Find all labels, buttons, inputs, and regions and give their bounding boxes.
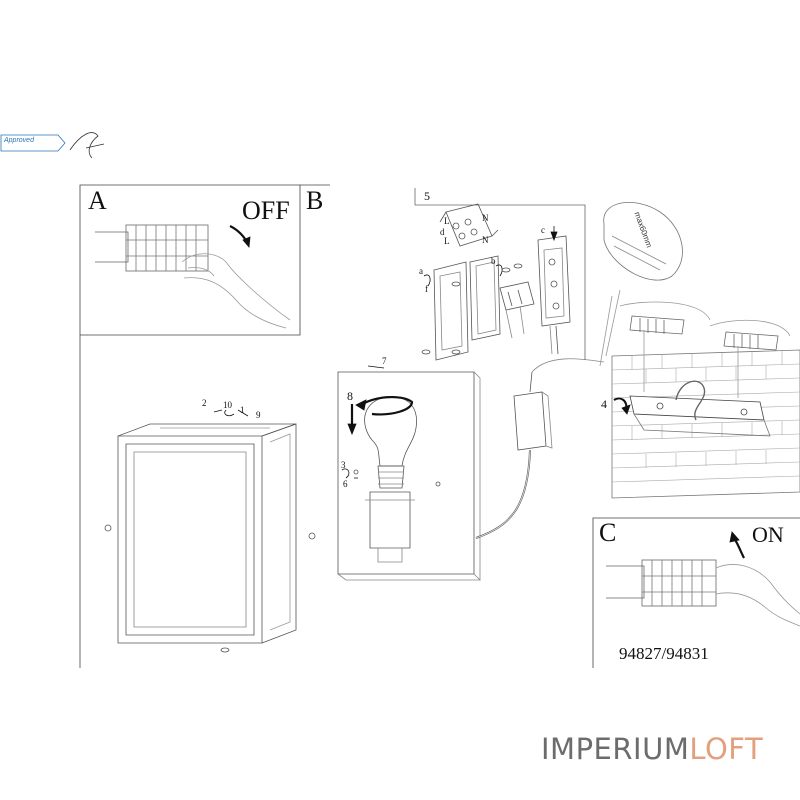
callout-2: 2 <box>202 398 207 408</box>
panel-a-caption: OFF <box>242 196 290 225</box>
wall-plugs <box>619 301 791 398</box>
callout-10: 10 <box>223 400 232 410</box>
power-cable <box>475 449 531 539</box>
brand-part-1: IMPERIUM <box>541 732 690 766</box>
connector-block <box>499 281 535 339</box>
junction-box <box>513 358 605 451</box>
inset-5-frame <box>414 188 586 360</box>
brick-wall <box>611 349 800 499</box>
wire-label-n2: N <box>482 235 489 245</box>
brand-part-2: LOFT <box>689 732 764 766</box>
callout-7: 7 <box>382 356 387 366</box>
callout-a: a <box>419 266 423 276</box>
callout-b: b <box>491 256 496 266</box>
callout-8: 8 <box>347 389 353 403</box>
callout-f: f <box>425 284 428 294</box>
panel-c-letter: C <box>599 518 617 547</box>
panel-a-letter: A <box>88 186 107 215</box>
approved-stamp-label: Approved <box>4 137 34 144</box>
bulb <box>364 396 418 563</box>
panel-b-letter: B <box>306 186 324 215</box>
callout-c: c <box>541 225 545 235</box>
wire-label-n1: N <box>482 213 489 223</box>
panel-c-drawing <box>606 531 800 627</box>
panel-c-caption: ON <box>752 522 784 547</box>
lamp-housing <box>104 409 316 653</box>
callout-6: 6 <box>343 479 348 489</box>
wire-label-l2: L <box>444 236 450 246</box>
callout-4: 4 <box>601 397 607 411</box>
cover-plate <box>421 255 523 361</box>
depth-callout <box>599 202 683 367</box>
wire-label-l1: L <box>444 216 450 226</box>
approval-stamp-shape <box>0 134 66 152</box>
brand-logo: IMPERIUMLOFT <box>541 735 763 764</box>
callout-3: 3 <box>341 460 346 470</box>
wire-box <box>537 226 571 355</box>
signature-mark <box>69 132 105 159</box>
panel-a-drawing <box>95 224 291 329</box>
frame-c <box>592 517 800 668</box>
rotate-arrow <box>359 396 414 416</box>
screw-arrow-3-6 <box>341 468 350 479</box>
callout-9: 9 <box>256 410 261 420</box>
model-number: 94827/94831 <box>619 644 709 663</box>
callout-1: 1 <box>240 405 245 415</box>
wire-label-d: d <box>440 227 445 237</box>
terminal-block-top <box>439 203 499 247</box>
callout-5: 5 <box>424 189 430 203</box>
wall-bracket <box>629 380 771 437</box>
mounting-plate <box>337 365 481 581</box>
